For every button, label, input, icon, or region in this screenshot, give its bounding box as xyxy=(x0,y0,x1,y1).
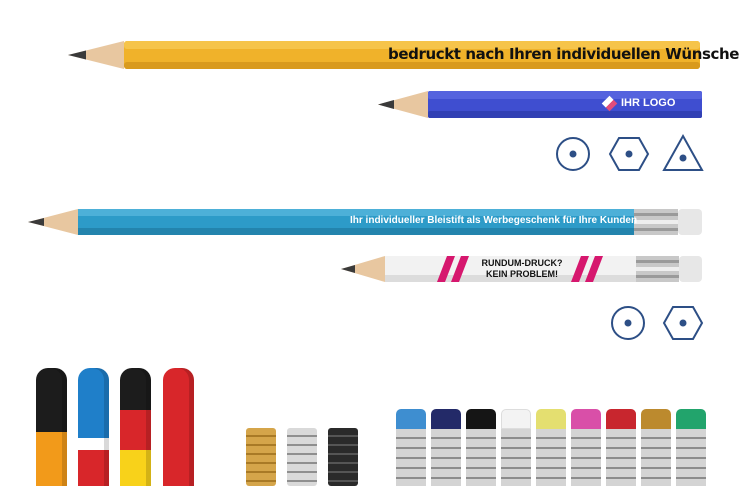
white-pencil-text-line1: RUNDUM-DRUCK? xyxy=(481,258,563,268)
white-pencil: RUNDUM-DRUCK? KEIN PROBLEM! xyxy=(341,254,703,284)
white-pencil-text-line2: KEIN PROBLEM! xyxy=(486,269,558,279)
tip-germany xyxy=(120,368,151,486)
hexagon-icon xyxy=(662,305,704,341)
yellow-pencil-text: bedruckt nach Ihren individuellen Wünsch… xyxy=(388,45,740,63)
eraser-blue xyxy=(396,409,426,486)
round-icon xyxy=(608,305,650,341)
eraser-pink xyxy=(571,409,601,486)
round-icon xyxy=(553,136,595,172)
tip-blue-white-red xyxy=(78,368,109,486)
eraser-black xyxy=(466,409,496,486)
hexagon-icon xyxy=(608,136,650,172)
eraser-green xyxy=(676,409,706,486)
ferrule-color-options xyxy=(246,428,358,486)
eraser-yellow xyxy=(536,409,566,486)
blue-pencil: IHR LOGO xyxy=(378,89,703,120)
eraser-navy xyxy=(431,409,461,486)
cyan-pencil: Ihr individueller Bleistift als Werbeges… xyxy=(28,207,703,237)
white-pencil-text: RUNDUM-DRUCK? KEIN PROBLEM! xyxy=(477,258,567,280)
eraser-white xyxy=(501,409,531,486)
ferrule-silver xyxy=(287,428,317,486)
blue-pencil-logo-text: IHR LOGO xyxy=(621,97,676,109)
cyan-pencil-text: Ihr individueller Bleistift als Werbeges… xyxy=(350,215,638,226)
ferrule-gold xyxy=(246,428,276,486)
tip-orange-black xyxy=(36,368,67,486)
triangle-icon xyxy=(662,133,704,171)
ferrule-black xyxy=(328,428,358,486)
yellow-pencil: bedruckt nach Ihren individuellen Wünsch… xyxy=(68,40,740,70)
tip-color-options xyxy=(36,368,196,486)
eraser-color-options xyxy=(396,409,706,486)
tip-red xyxy=(163,368,194,486)
eraser-gold xyxy=(641,409,671,486)
eraser-red xyxy=(606,409,636,486)
